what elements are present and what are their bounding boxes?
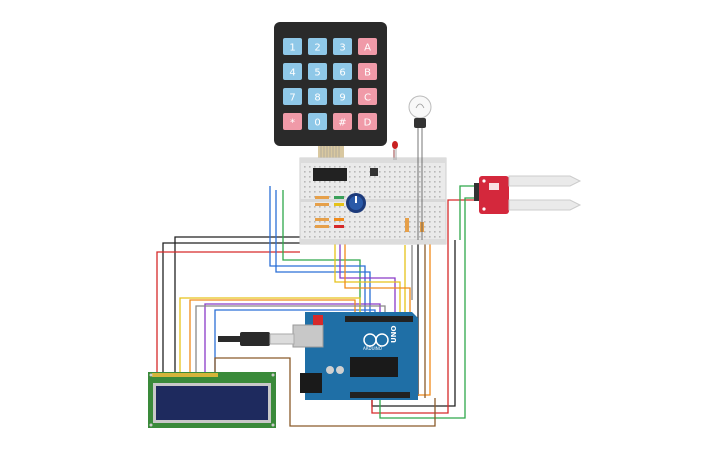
sensor-probe-top [508,175,582,187]
keypad-key-label: 5 [314,68,320,79]
keypad-key[interactable] [308,38,327,55]
keypad-key[interactable] [333,113,352,130]
keypad-keys: 1 2 3 A 4 5 6 B 7 8 9 C * 0 # D [283,38,377,130]
keypad-key-label: B [364,68,371,79]
sensor-probe-bottom [508,199,582,211]
keypad-key[interactable] [308,113,327,130]
lcd-16x2[interactable] [148,372,276,428]
arduino-brand-label: ARDUINO [363,346,382,351]
breadboard-center-gap [300,199,446,202]
keypad-key[interactable] [333,88,352,105]
sensor-header-pins [474,183,479,201]
arduino-model-label: UNO [390,325,398,343]
keypad-key[interactable] [283,88,302,105]
usb-cable[interactable] [218,332,295,346]
wire-green-3[interactable] [282,190,361,320]
transistor[interactable] [370,168,378,176]
arduino-analog-header [350,392,410,398]
capacitor [336,366,344,374]
wire-blue-2[interactable] [275,190,371,318]
soil-moisture-sensor[interactable] [474,175,582,214]
wire-yellow-1[interactable] [179,297,361,372]
keypad-4x4[interactable]: 1 2 3 A 4 5 6 B 7 8 9 C * 0 # D [274,22,387,160]
wire-red-1[interactable] [156,251,300,372]
capacitor [326,366,334,374]
breadboard-power-rail-bottom [300,239,446,244]
wire-brown-1[interactable] [214,357,436,427]
keypad-key[interactable] [308,88,327,105]
power-jack [300,373,322,393]
keypad-key[interactable] [283,113,302,130]
keypad-key-label: 7 [289,93,295,104]
keypad-key[interactable] [283,38,302,55]
lcd-header-pins [152,373,218,377]
breadboard-power-rail-top [300,158,446,163]
keypad-key-label: A [364,43,371,54]
keypad-key[interactable] [358,113,377,130]
keypad-key[interactable] [308,63,327,80]
wire-yellow-2[interactable] [334,240,401,318]
ic-chip[interactable] [313,168,347,181]
wire-green-1[interactable] [379,197,474,419]
potentiometer[interactable] [346,193,366,213]
wire-orange-1[interactable] [189,299,356,372]
arduino-board [305,312,418,400]
reset-button[interactable] [313,315,323,325]
lcd-screen [156,386,268,420]
keypad-key-label: 2 [314,43,320,54]
keypad-key[interactable] [358,63,377,80]
arduino-logo [363,333,389,347]
keypad-key-label: 8 [314,93,320,104]
keypad-key-label: 1 [289,43,295,54]
sensor-board [479,176,509,214]
usb-port [292,324,324,348]
wire-orange-2[interactable] [344,240,411,318]
keypad-key-label: D [364,118,372,129]
arduino-digital-header [345,316,413,322]
keypad-key-label: 4 [289,68,295,79]
led-red[interactable] [392,141,398,160]
wire-red-3[interactable] [371,238,449,414]
keypad-key[interactable] [333,38,352,55]
keypad-key-label: C [364,93,371,104]
arduino-uno[interactable]: UNO ARDUINO [292,312,418,400]
keypad-key-label: # [338,118,346,129]
wire-red-2[interactable] [447,199,480,238]
keypad-key[interactable] [283,63,302,80]
keypad-key[interactable] [358,38,377,55]
keypad-key-label: 0 [314,118,320,129]
keypad-key[interactable] [358,88,377,105]
keypad-key-label: * [290,118,295,129]
keypad-key-label: 3 [339,43,345,54]
wire-green-2[interactable] [459,185,474,240]
atmega-chip [350,357,398,377]
keypad-key-label: 9 [339,93,345,104]
wire-purple-1[interactable] [204,303,381,372]
wire-blue-1[interactable] [269,186,366,318]
keypad-key[interactable] [333,63,352,80]
wire-purple-2[interactable] [339,240,396,318]
keypad-key-label: 6 [339,68,345,79]
light-bulb[interactable] [408,95,432,240]
